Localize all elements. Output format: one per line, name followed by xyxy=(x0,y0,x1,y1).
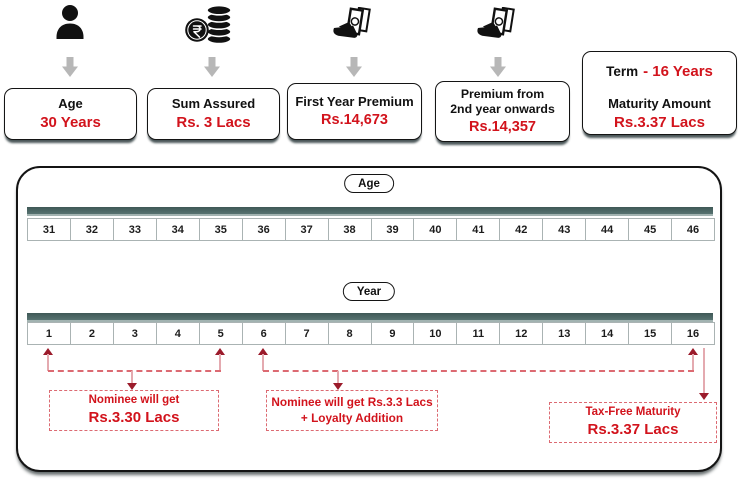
year-cell: 3 xyxy=(113,322,157,345)
summary-box-premium-from-2nd-year: Premium from 2nd year onwards Rs.14,357 xyxy=(435,81,570,142)
rupee-coins-icon xyxy=(185,4,232,45)
sum-assured-label: Sum Assured xyxy=(171,96,256,112)
maturity-value: Rs.3.37 Lacs xyxy=(614,113,705,131)
up-arrow-year-16 xyxy=(688,348,698,355)
down-arrow-to-early-callout xyxy=(127,383,137,390)
sum-assured-value: Rs. 3 Lacs xyxy=(176,113,251,131)
first-year-premium-value: Rs.14,673 xyxy=(321,111,388,128)
up-arrow-year-1 xyxy=(43,348,53,355)
arrow-stem xyxy=(337,371,339,383)
year-cell: 4 xyxy=(156,322,200,345)
callout-line: + Loyalty Addition xyxy=(300,410,404,425)
age-cell: 43 xyxy=(543,218,587,241)
premium-onwards-label-line2: 2nd year onwards xyxy=(450,101,555,116)
arrow-stem xyxy=(703,348,705,393)
summary-box-age: Age 30 Years xyxy=(4,88,137,140)
callout-amount: Rs.3.37 Lacs xyxy=(587,421,679,439)
year-cell: 6 xyxy=(242,322,286,345)
first-year-premium-label: First Year Premium xyxy=(295,94,414,109)
year-cell: 7 xyxy=(285,322,329,345)
age-value: 30 Years xyxy=(40,113,101,131)
age-cell: 41 xyxy=(457,218,501,241)
down-arrow-to-maturity-callout xyxy=(699,393,709,400)
arrow-stem xyxy=(47,354,49,371)
year-header-pill: Year xyxy=(342,282,396,301)
year-cell: 8 xyxy=(328,322,372,345)
age-cell: 37 xyxy=(285,218,329,241)
gray-down-block-arrow-icon xyxy=(490,57,506,77)
callout-nominee-early: Nominee will get Rs.3.30 Lacs xyxy=(49,390,219,431)
term-value: - 16 Years xyxy=(643,63,713,80)
callout-line: Nominee will get xyxy=(88,394,180,407)
callout-nominee-later: Nominee will get Rs.3.3 Lacs + Loyalty A… xyxy=(266,390,438,431)
age-cell: 45 xyxy=(629,218,673,241)
premium-onwards-label-line1: Premium from xyxy=(460,87,545,102)
down-arrow-to-later-callout xyxy=(333,383,343,390)
premium-onwards-value: Rs.14,357 xyxy=(469,118,536,135)
maturity-label: Maturity Amount xyxy=(608,96,711,111)
up-arrow-year-5 xyxy=(215,348,225,355)
callout-line: Tax-Free Maturity xyxy=(585,406,681,419)
summary-box-term-maturity: Term - 16 Years Maturity Amount Rs.3.37 L… xyxy=(582,51,737,135)
up-arrow-year-6 xyxy=(258,348,268,355)
year-axis-bar xyxy=(27,313,713,322)
dashed-connector-years-6-16 xyxy=(263,370,694,372)
age-cell: 40 xyxy=(414,218,458,241)
gray-down-block-arrow-icon xyxy=(346,57,362,77)
callout-tax-free-maturity: Tax-Free Maturity Rs.3.37 Lacs xyxy=(549,402,717,443)
age-cell: 39 xyxy=(371,218,415,241)
age-label: Age xyxy=(58,96,83,112)
year-cell: 1 xyxy=(27,322,71,345)
age-header-pill: Age xyxy=(344,174,394,193)
age-cell: 36 xyxy=(242,218,286,241)
year-cell: 13 xyxy=(543,322,587,345)
year-cell: 12 xyxy=(500,322,544,345)
callout-line: Nominee will get Rs.3.3 Lacs xyxy=(271,395,433,410)
summary-box-first-year-premium: First Year Premium Rs.14,673 xyxy=(287,83,422,140)
gray-down-block-arrow-icon xyxy=(62,57,78,77)
age-cell: 38 xyxy=(328,218,372,241)
year-cell: 15 xyxy=(629,322,673,345)
age-cell: 35 xyxy=(199,218,243,241)
money-in-hand-icon xyxy=(477,7,515,38)
age-cell: 46 xyxy=(672,218,715,241)
person-icon xyxy=(56,5,84,39)
year-cell: 5 xyxy=(199,322,243,345)
summary-box-sum-assured: Sum Assured Rs. 3 Lacs xyxy=(147,88,280,140)
year-cell: 16 xyxy=(672,322,715,345)
callout-amount: Rs.3.30 Lacs xyxy=(88,409,180,427)
age-cell: 44 xyxy=(586,218,630,241)
term-label: Term xyxy=(606,64,639,79)
arrow-stem xyxy=(219,354,221,371)
year-cell: 10 xyxy=(414,322,458,345)
year-cell: 9 xyxy=(371,322,415,345)
age-cell: 34 xyxy=(156,218,200,241)
year-cell: 11 xyxy=(457,322,501,345)
age-axis-bar xyxy=(27,207,713,216)
age-cell: 32 xyxy=(70,218,114,241)
age-cell: 42 xyxy=(500,218,544,241)
arrow-stem xyxy=(262,354,264,371)
dashed-connector-years-1-5 xyxy=(48,370,221,372)
money-in-hand-icon xyxy=(333,7,371,38)
term-line: Term - 16 Years xyxy=(606,63,713,81)
arrow-stem xyxy=(692,354,694,371)
arrow-stem xyxy=(131,371,133,383)
year-cell: 14 xyxy=(586,322,630,345)
age-cell: 33 xyxy=(113,218,157,241)
gray-down-block-arrow-icon xyxy=(204,57,220,77)
year-cell: 2 xyxy=(70,322,114,345)
age-cell: 31 xyxy=(27,218,71,241)
